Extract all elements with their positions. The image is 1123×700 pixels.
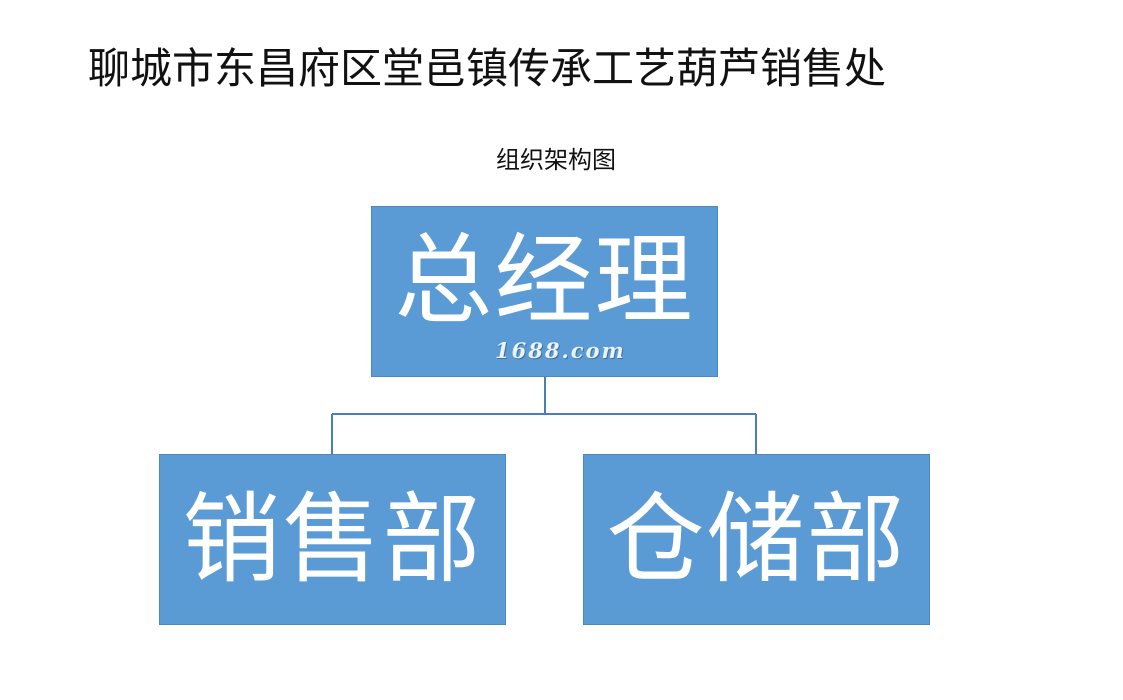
org-node-warehouse-department: 仓储部 — [583, 454, 930, 625]
chart-subtitle: 组织架构图 — [496, 146, 616, 174]
org-node-label: 总经理 — [394, 223, 695, 338]
page-title: 聊城市东昌府区堂邑镇传承工艺葫芦销售处 — [88, 44, 887, 93]
watermark: 1688.com — [495, 338, 626, 363]
org-node-sales-department: 销售部 — [159, 454, 506, 625]
org-node-label: 仓储部 — [606, 482, 907, 597]
org-node-label: 销售部 — [182, 482, 483, 597]
org-node-general-manager: 总经理 — [371, 206, 718, 377]
